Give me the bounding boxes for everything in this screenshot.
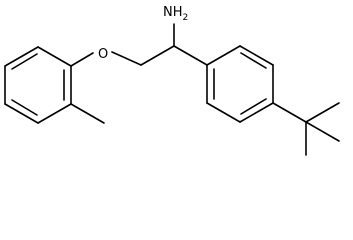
bond [173,45,208,66]
bond [305,121,340,142]
bond [4,103,39,124]
bond [305,102,340,123]
bond [4,46,39,67]
bond [206,45,241,66]
bond [111,51,142,66]
bond [272,102,307,123]
amine-subscript: 2 [183,13,189,23]
double-bond-inner [240,52,267,69]
double-bond-inner [240,98,267,115]
bond [239,45,274,66]
tolyl-ring [4,46,72,124]
bond [70,52,94,67]
bond [206,102,241,123]
bond [37,103,72,124]
tert-butyl-group [272,102,340,156]
double-bond-inner [11,99,38,116]
bond [239,102,274,123]
oxygen-label: O [98,47,108,62]
chemical-structure-diagram: NH2 O [4,5,340,156]
amine-label: NH2 [163,5,188,23]
aryl-ring [206,45,274,123]
bond [37,46,72,67]
bond [140,45,175,66]
methyl-bond [70,103,105,124]
amine-text: NH [163,5,183,20]
double-bond-inner [11,53,38,70]
